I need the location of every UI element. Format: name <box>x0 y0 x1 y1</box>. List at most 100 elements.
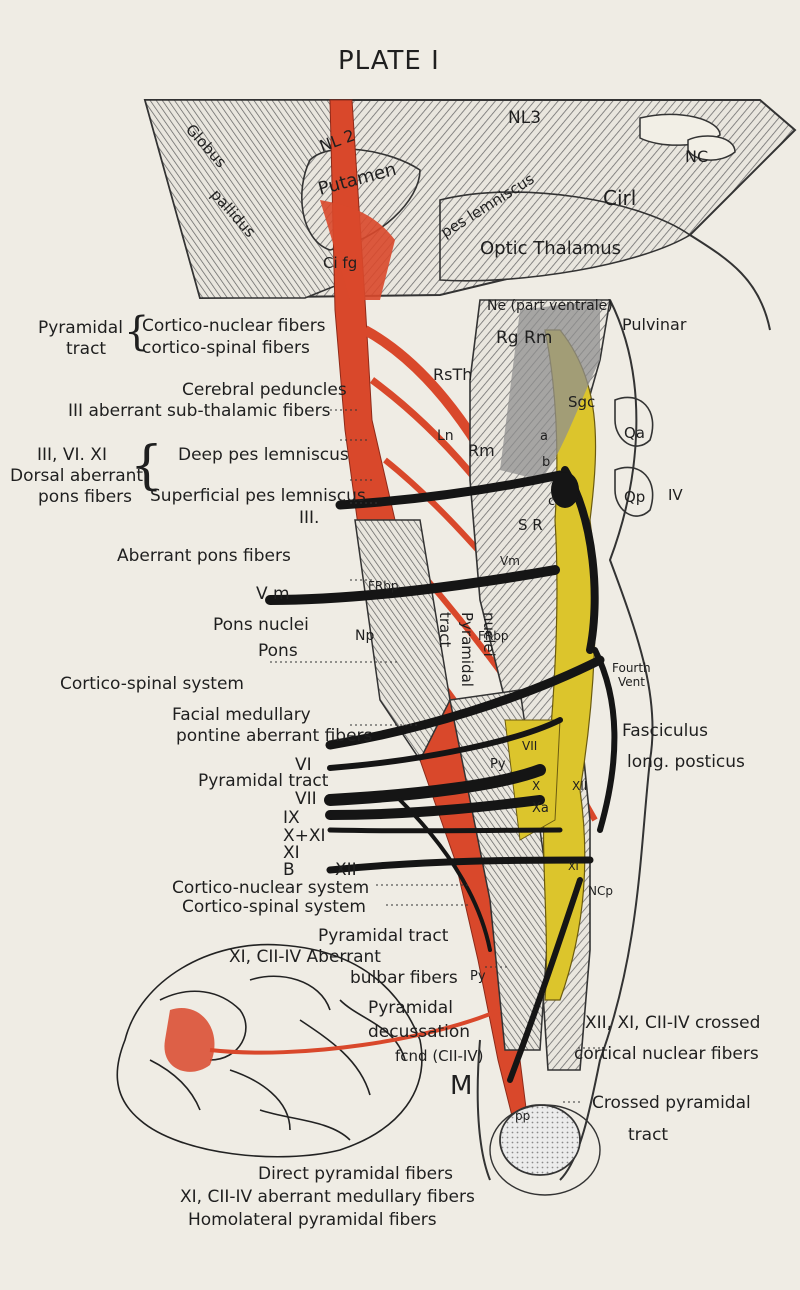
label-frbp2: FRbp <box>478 629 508 643</box>
label-xi-cii-iv-aberrant: XI, CII-IV aberrant medullary fibers <box>180 1187 475 1207</box>
top-right-curve <box>689 234 771 331</box>
quad-outline-qp <box>614 466 654 517</box>
fourth-ventricle-outline <box>608 299 654 761</box>
label-iv: IV <box>668 486 683 504</box>
nc-blob <box>687 135 736 161</box>
label-vertical-nuclei: nuclei <box>480 612 498 657</box>
label-bulbar-fibers: bulbar fibers <box>350 968 458 988</box>
label-vent: Vent <box>618 675 645 689</box>
label-cortical-nuclear: cortical nuclear fibers <box>574 1044 759 1064</box>
label-deep-pes: Deep pes lemniscus <box>178 445 349 465</box>
label-py2: Py <box>470 969 486 984</box>
label-vii-small: VII <box>522 739 537 753</box>
spinal-cord-section-outer <box>489 1104 601 1196</box>
optic-thalamus-region <box>439 191 692 282</box>
label-c: c <box>548 494 555 509</box>
label-py: Py <box>490 757 506 772</box>
label-cortico-spinal-system-1: Cortico-spinal system <box>60 674 244 694</box>
label-pontine-aberrant: pontine aberrant fibers <box>176 726 373 746</box>
label-pyramidal-tract-3: Pyramidal tract <box>198 771 329 791</box>
label-nc: NC <box>685 147 708 166</box>
label-crossed-pyramidal: Crossed pyramidal <box>592 1093 751 1113</box>
label-vertical-tract: tract <box>436 612 454 647</box>
label-cirl: Cirl <box>603 186 636 210</box>
label-x-xi: X+XI <box>283 826 326 846</box>
label-homolateral: Homolateral pyramidal fibers <box>188 1210 437 1230</box>
label-b-xii: B <box>283 860 295 880</box>
label-vm-small: Vm <box>500 554 520 568</box>
label-pyramidal-tract-2: tract <box>66 339 107 359</box>
label-xi-cii-iv: XI, CII-IV Aberrant <box>229 947 381 967</box>
label-rsth: RsTh <box>433 365 472 384</box>
label-long-posticus: long. posticus <box>627 752 745 772</box>
label-fasciculus: Fasciculus <box>622 721 709 741</box>
leader-lines <box>270 409 600 1103</box>
label-nl3: NL3 <box>508 108 541 128</box>
brace-pyramidal: { <box>124 309 150 355</box>
label-direct-pyramidal: Direct pyramidal fibers <box>258 1164 453 1184</box>
label-sgc: Sgc <box>568 393 595 411</box>
label-pyramidal: Pyramidal <box>368 998 453 1018</box>
cortex-red-motor-area <box>164 1008 215 1072</box>
label-optic-thalamus: Optic Thalamus <box>480 238 621 259</box>
label-iii-aberrant: III aberrant sub-thalamic fibers <box>68 401 331 421</box>
plate-title: PLATE I <box>338 46 440 76</box>
quad-outline-qa <box>614 396 654 447</box>
label-cortico-nuclear-system: Cortico-nuclear system <box>172 878 370 898</box>
label-fcnd: fcnd (CII-IV) <box>395 1047 484 1065</box>
black-fiber-node <box>551 472 579 508</box>
label-vi: VI <box>295 755 312 775</box>
label-b: b <box>542 455 550 470</box>
label-vm: V m <box>256 584 290 604</box>
left-cord-outline <box>476 1039 491 1181</box>
gray-central-region <box>500 300 600 480</box>
label-aberrant-pons: Aberrant pons fibers <box>117 546 291 566</box>
label-ix: IX <box>283 808 300 828</box>
label-frbp: FRbp <box>368 579 398 593</box>
label-pons: Pons <box>258 641 298 661</box>
label-superficial-pes: Superficial pes lemniscus <box>150 486 366 506</box>
internal-capsule-wedge <box>144 99 351 299</box>
label-pp: pp <box>515 1109 530 1123</box>
red-fan-capsule <box>320 200 395 300</box>
label-decussation: decussation <box>368 1022 471 1042</box>
label-cifgl: Ci fg <box>323 254 357 272</box>
label-qp: Qp <box>624 488 645 506</box>
label-ln: Ln <box>437 428 454 444</box>
label-ne: Ne (part ventrale) <box>487 298 613 314</box>
label-rg-rm: Rg Rm <box>496 328 552 348</box>
cortex-inset <box>116 943 423 1158</box>
label-pulvinar: Pulvinar <box>622 315 687 334</box>
label-iii-small: III. <box>299 508 320 528</box>
label-pons-fibers: pons fibers <box>38 487 133 507</box>
label-tract: tract <box>628 1125 669 1145</box>
label-np: Np <box>355 628 374 644</box>
label-cerebral-peduncles: Cerebral peduncles <box>182 380 347 400</box>
label-vii: VII <box>295 789 317 809</box>
label-x: X <box>532 779 540 793</box>
label-xii-xi-crossed: XII, XI, CII-IV crossed <box>585 1013 761 1033</box>
label-xii: XII <box>335 860 357 880</box>
label-iii-vi-xi: III, VI. XI <box>37 445 107 465</box>
label-a: a <box>540 429 548 444</box>
label-pyramidal-tract-4: Pyramidal tract <box>318 926 449 946</box>
black-nerve-fibers <box>265 466 618 1083</box>
label-facial-medullary: Facial medullary <box>172 705 311 725</box>
cortex-inset-fiber <box>209 1008 501 1055</box>
spinal-cord-section <box>499 1104 581 1176</box>
label-vertical-pyramidal: Pyramidal <box>458 612 476 687</box>
label-cortico-spinal-fibers: cortico-spinal fibers <box>142 338 310 358</box>
label-fourth: Fourth <box>612 661 651 675</box>
label-ncp: NCp <box>588 884 613 898</box>
label-xa: Xa <box>532 801 549 816</box>
label-rm: Rm <box>468 441 495 460</box>
label-pyramidal-tract-1: Pyramidal <box>38 318 123 338</box>
label-qa: Qa <box>624 424 645 442</box>
label-pons-nuclei: Pons nuclei <box>213 615 309 635</box>
label-sr: S R <box>518 516 543 534</box>
label-xi-small: XI <box>568 860 579 873</box>
label-xii-small: XII <box>572 779 587 793</box>
label-cortico-nuclear-fibers: Cortico-nuclear fibers <box>142 316 326 336</box>
